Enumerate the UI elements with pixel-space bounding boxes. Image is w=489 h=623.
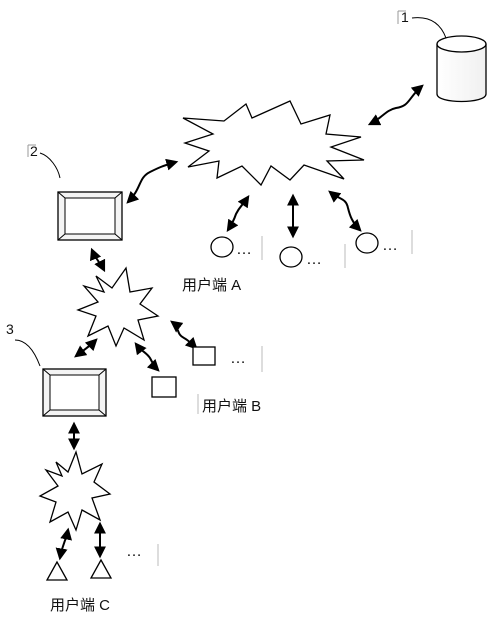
label-3: 3 <box>6 321 14 337</box>
client-b-2 <box>151 376 177 398</box>
link-cloud-c-client-c1 <box>55 527 72 561</box>
network-cloud-a <box>182 100 365 187</box>
client-a-3: … <box>355 230 413 254</box>
client-group-a-label: 用户端 A <box>182 277 241 294</box>
ellipsis-a2: … <box>306 251 323 268</box>
link-server-a-cloud-a <box>126 158 179 204</box>
client-a-2: … <box>279 244 346 268</box>
server-b-label: 3 <box>6 321 41 367</box>
link-cloud-b-client-b1 <box>170 320 198 350</box>
ellipsis-a1: … <box>236 241 253 258</box>
client-c-2 <box>89 558 113 579</box>
ellipsis-c: … <box>126 543 143 560</box>
link-cloud-a-client-a1 <box>226 195 250 232</box>
link-cloud-b-client-b2 <box>134 342 160 372</box>
client-b-1: … <box>192 346 263 372</box>
link-db-cloud-a <box>367 84 424 126</box>
server-b-icon <box>42 368 107 417</box>
client-group-c-label: 用户端 C <box>50 597 110 614</box>
link-cloud-b-server-b <box>74 338 98 358</box>
link-cloud-a-client-a3 <box>328 190 362 232</box>
network-cloud-c <box>38 449 112 532</box>
network-cloud-b <box>76 266 160 348</box>
ellipsis-b: … <box>230 350 247 367</box>
database-icon <box>436 35 487 103</box>
server-a-icon <box>57 191 123 241</box>
label-1: 1 <box>401 9 409 25</box>
ellipsis-a3: … <box>382 237 399 254</box>
database-label: 1 <box>397 9 447 39</box>
client-group-b-label: 用户端 B <box>202 398 261 415</box>
server-a-label: 2 <box>27 143 61 179</box>
link-server-a-cloud-b <box>89 247 106 273</box>
client-a-1: … <box>210 236 263 260</box>
label-2: 2 <box>30 143 38 159</box>
client-c-1 <box>45 560 69 581</box>
